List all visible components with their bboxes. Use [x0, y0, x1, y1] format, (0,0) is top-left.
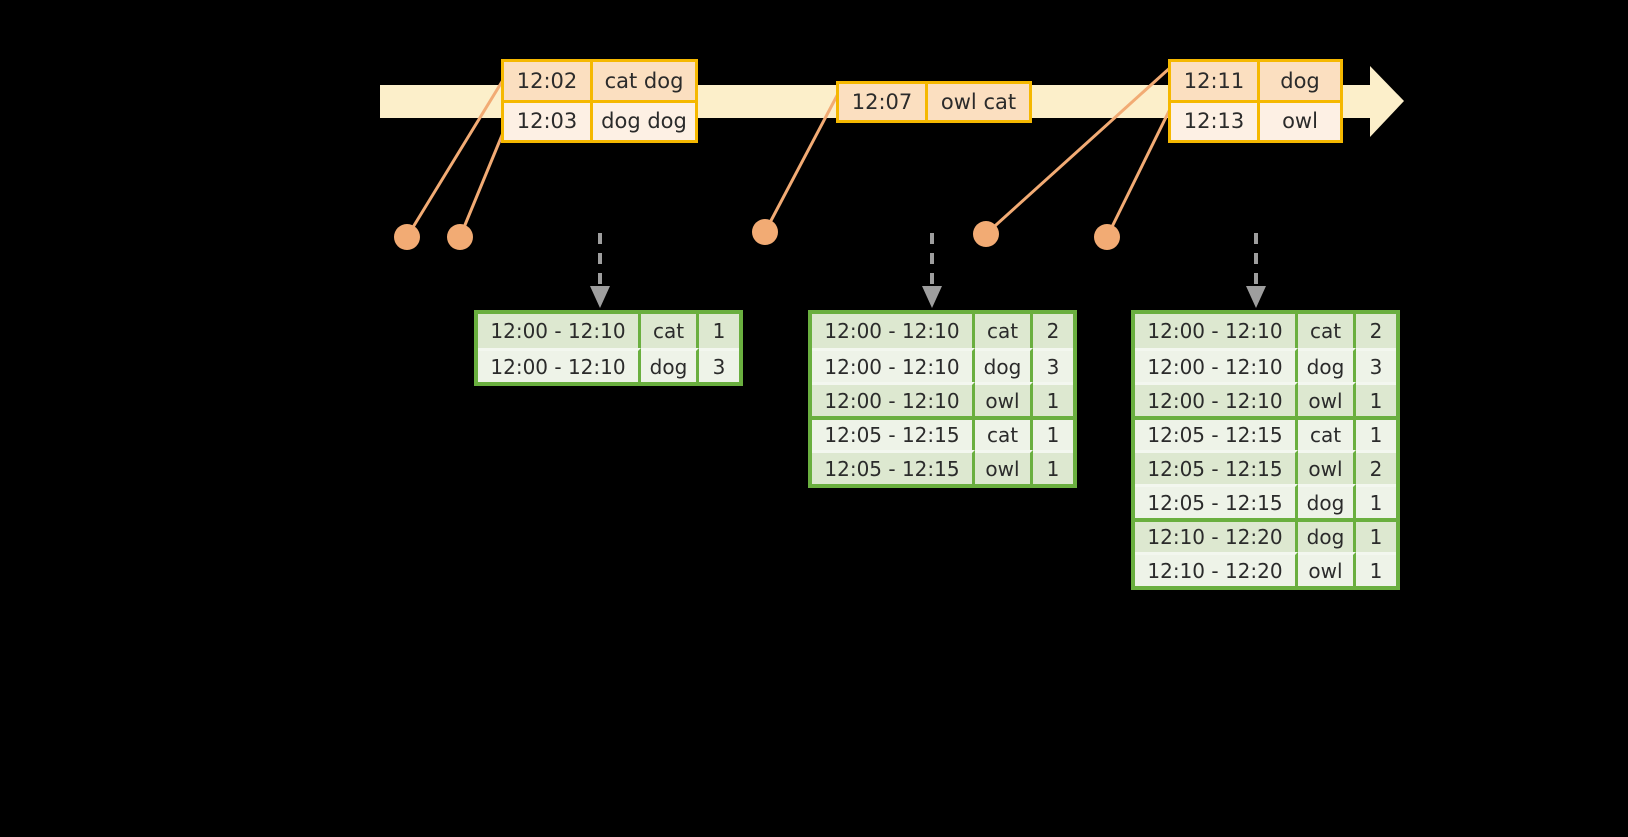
event-time: 12:13: [1171, 102, 1260, 140]
event-value: dog: [1260, 62, 1340, 100]
event-value: owl: [1260, 102, 1340, 140]
cell-word: owl: [1298, 382, 1356, 416]
cell-window: 12:10 - 12:20: [1135, 518, 1298, 552]
cell-count: 1: [1356, 552, 1396, 586]
cell-window: 12:10 - 12:20: [1135, 552, 1298, 586]
cell-window: 12:00 - 12:10: [478, 314, 641, 348]
cell-window: 12:00 - 12:10: [1135, 314, 1298, 348]
cell-word: owl: [975, 450, 1033, 484]
event-dot-4: [973, 221, 999, 247]
event-box-2[interactable]: 12:07 owl cat: [836, 81, 1032, 123]
cell-count: 1: [699, 314, 739, 348]
cell-count: 1: [1033, 416, 1073, 450]
cell-window: 12:05 - 12:15: [812, 450, 975, 484]
cell-window: 12:05 - 12:15: [812, 416, 975, 450]
connector-line-2: [458, 127, 507, 238]
event-dot-1: [394, 224, 420, 250]
cell-window: 12:00 - 12:10: [812, 382, 975, 416]
cell-count: 1: [1356, 484, 1396, 518]
event-row: 12:11 dog: [1171, 62, 1340, 100]
cell-word: cat: [975, 416, 1033, 450]
cell-count: 2: [1356, 450, 1396, 484]
cell-word: dog: [1298, 484, 1356, 518]
cell-window: 12:05 - 12:15: [1135, 450, 1298, 484]
event-time: 12:02: [504, 62, 593, 100]
cell-count: 1: [1033, 382, 1073, 416]
cell-count: 3: [699, 348, 739, 382]
event-row: 12:13 owl: [1171, 99, 1340, 140]
cell-window: 12:00 - 12:10: [1135, 382, 1298, 416]
event-value: owl cat: [928, 84, 1029, 120]
cell-word: dog: [641, 348, 699, 382]
cell-count: 3: [1356, 348, 1396, 382]
cell-window: 12:00 - 12:10: [812, 348, 975, 382]
cell-count: 1: [1356, 518, 1396, 552]
cell-word: dog: [975, 348, 1033, 382]
event-dot-2: [447, 224, 473, 250]
event-dot-5: [1094, 224, 1120, 250]
event-time: 12:03: [504, 102, 593, 140]
cell-count: 1: [1033, 450, 1073, 484]
cell-window: 12:05 - 12:15: [1135, 484, 1298, 518]
cell-word: cat: [975, 314, 1033, 348]
cell-word: cat: [1298, 416, 1356, 450]
event-row: 12:07 owl cat: [839, 84, 1029, 120]
event-box-3[interactable]: 12:11 dog 12:13 owl: [1168, 59, 1343, 143]
event-dot-3: [752, 219, 778, 245]
cell-word: cat: [641, 314, 699, 348]
event-row: 12:03 dog dog: [504, 99, 695, 140]
cell-word: cat: [1298, 314, 1356, 348]
cell-count: 2: [1356, 314, 1396, 348]
cell-word: dog: [1298, 518, 1356, 552]
cell-word: owl: [975, 382, 1033, 416]
cell-count: 3: [1033, 348, 1073, 382]
cell-window: 12:05 - 12:15: [1135, 416, 1298, 450]
flow-arrow-2: [922, 233, 942, 308]
event-value: cat dog: [593, 62, 695, 100]
event-value: dog dog: [593, 102, 695, 140]
event-time: 12:07: [839, 84, 928, 120]
event-box-1[interactable]: 12:02 cat dog 12:03 dog dog: [501, 59, 698, 143]
cell-word: owl: [1298, 552, 1356, 586]
flow-arrow-3: [1246, 233, 1266, 308]
cell-word: dog: [1298, 348, 1356, 382]
event-row: 12:02 cat dog: [504, 62, 695, 100]
cell-count: 1: [1356, 382, 1396, 416]
cell-window: 12:00 - 12:10: [812, 314, 975, 348]
event-time: 12:11: [1171, 62, 1260, 100]
cell-count: 1: [1356, 416, 1396, 450]
flow-arrow-1: [590, 233, 610, 308]
cell-count: 2: [1033, 314, 1073, 348]
cell-window: 12:00 - 12:10: [478, 348, 641, 382]
cell-window: 12:00 - 12:10: [1135, 348, 1298, 382]
cell-word: owl: [1298, 450, 1356, 484]
connector-line-5: [1105, 104, 1174, 238]
